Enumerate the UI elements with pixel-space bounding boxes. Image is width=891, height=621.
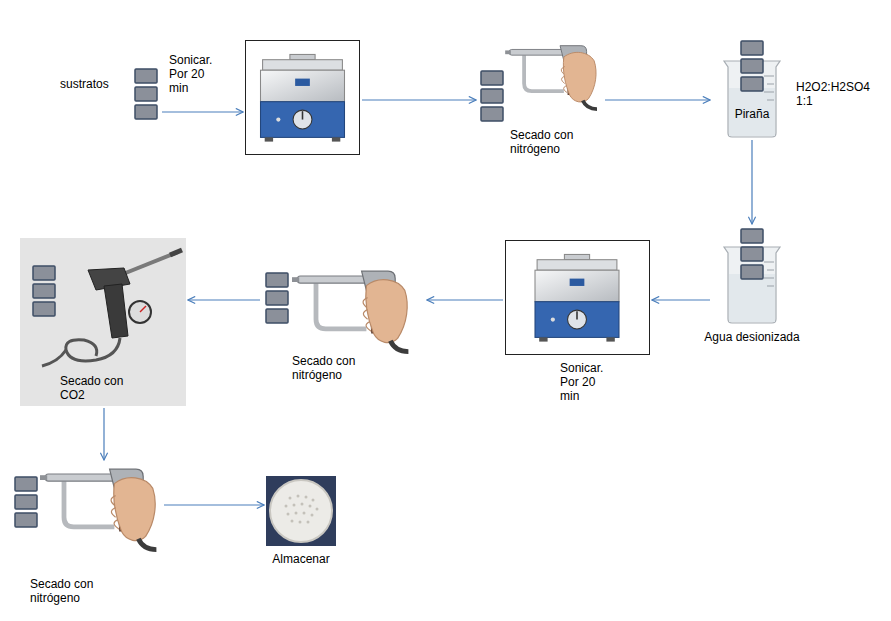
step-label: Secado con nitrógeno bbox=[510, 128, 574, 156]
step-label: Secado con nitrógeno bbox=[30, 577, 94, 605]
petri-dish bbox=[266, 476, 336, 546]
step-label: Secado con CO2 bbox=[60, 374, 132, 402]
substrate-squares bbox=[15, 477, 37, 527]
step-label: Sonicar. Por 20 min bbox=[560, 361, 606, 403]
step-label: Almacenar bbox=[251, 552, 351, 566]
step-note: H2O2:H2SO4 1:1 bbox=[796, 80, 882, 108]
substrate-squares bbox=[33, 266, 55, 316]
flow-arrow bbox=[164, 504, 264, 505]
nitrogen-blow-gun bbox=[292, 271, 408, 351]
step-label: Agua desionizada bbox=[692, 330, 812, 344]
flow-arrow bbox=[751, 140, 752, 224]
flow-arrow bbox=[427, 299, 503, 300]
nitrogen-blow-gun bbox=[505, 46, 597, 109]
beaker-step: PirañaH2O2:H2SO4 1:1 bbox=[712, 40, 795, 138]
flow-arrow bbox=[652, 299, 710, 300]
nitrogen-blow-gun bbox=[40, 469, 156, 549]
beaker-step: Agua desionizada bbox=[712, 226, 792, 326]
flow-arrow bbox=[362, 99, 476, 100]
drying-step: Secado con nitrógeno bbox=[262, 262, 425, 386]
co2-gun bbox=[20, 238, 186, 406]
step-label: sustratos bbox=[60, 77, 130, 91]
flow-arrow bbox=[162, 111, 243, 112]
flow-arrow bbox=[605, 99, 710, 100]
ultrasonic-bath bbox=[535, 254, 619, 341]
drying-step: Secado con nitrógeno bbox=[12, 462, 162, 612]
substrate-squares bbox=[741, 41, 763, 91]
substrate-squares bbox=[266, 273, 288, 323]
sonicator-box: Sonicar. Por 20 min bbox=[505, 240, 650, 355]
ultrasonic-bath bbox=[261, 54, 345, 141]
step-label: Sonicar. Por 20 min bbox=[169, 53, 215, 95]
step-label: Piraña bbox=[712, 107, 792, 121]
substrate-squares bbox=[135, 69, 157, 119]
substrate-squares bbox=[741, 229, 763, 279]
substrate-step: sustratos bbox=[55, 65, 160, 123]
sonicator-box: Sonicar. Por 20 min bbox=[245, 40, 360, 155]
step-label: Secado con nitrógeno bbox=[292, 354, 356, 382]
flow-arrow bbox=[188, 299, 260, 300]
substrate-squares bbox=[481, 71, 503, 121]
drying-step: Secado con nitrógeno bbox=[478, 40, 603, 165]
co2-drying-step: Secado con CO2 bbox=[20, 238, 186, 406]
storage-step: Almacenar bbox=[266, 476, 336, 546]
flow-arrow bbox=[103, 408, 104, 460]
